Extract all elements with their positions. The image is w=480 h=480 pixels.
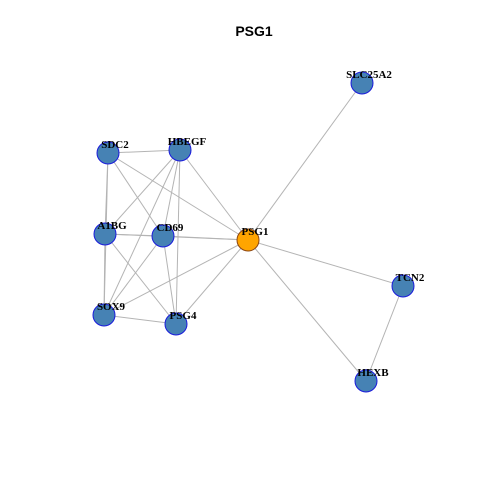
node-hexb[interactable] — [354, 369, 378, 393]
node-label-tcn2: TCN2 — [396, 272, 425, 284]
edge-sox9-psg4 — [103, 314, 177, 325]
edge-hbegf-a1bg — [104, 149, 181, 235]
edge-psg1-hexb — [247, 239, 367, 382]
node-label-a1bg: A1BG — [97, 220, 127, 232]
node-label-psg4: PSG4 — [170, 310, 197, 322]
edge-hbegf-cd69 — [162, 149, 181, 237]
edge-psg1-slc25a2 — [247, 82, 363, 241]
edge-psg1-cd69 — [162, 235, 249, 241]
node-cd69[interactable] — [151, 224, 175, 248]
node-sox9[interactable] — [92, 303, 116, 327]
edge-cd69-psg4 — [162, 235, 177, 325]
edge-tcn2-hexb — [365, 285, 404, 382]
edge-psg1-sox9 — [103, 239, 249, 316]
node-label-hbegf: HBEGF — [168, 136, 207, 148]
node-hbegf[interactable] — [168, 138, 192, 162]
nodes-layer — [92, 71, 415, 393]
edge-psg1-tcn2 — [247, 239, 404, 287]
edge-hbegf-psg4 — [175, 149, 181, 325]
edge-psg1-sdc2 — [107, 152, 249, 241]
node-label-psg1: PSG1 — [242, 226, 269, 238]
edge-sdc2-cd69 — [107, 152, 164, 237]
node-label-cd69: CD69 — [157, 222, 184, 234]
node-label-slc25a2: SLC25A2 — [346, 69, 392, 81]
edge-a1bg-sox9 — [103, 233, 106, 316]
edge-psg1-hbegf — [179, 149, 249, 241]
node-slc25a2[interactable] — [350, 71, 374, 95]
node-label-hexb: HEXB — [357, 367, 389, 379]
node-label-sdc2: SDC2 — [101, 139, 129, 151]
edge-a1bg-psg4 — [104, 233, 177, 325]
node-psg4[interactable] — [164, 312, 188, 336]
edge-cd69-sox9 — [103, 235, 164, 316]
node-label-sox9: SOX9 — [97, 301, 126, 313]
node-tcn2[interactable] — [391, 274, 415, 298]
node-psg1[interactable] — [236, 228, 260, 252]
node-a1bg[interactable] — [93, 222, 117, 246]
edge-psg1-psg4 — [175, 239, 249, 325]
edge-sdc2-hbegf — [107, 149, 181, 154]
node-sdc2[interactable] — [96, 141, 120, 165]
graph-title: PSG1 — [235, 23, 273, 39]
edge-hbegf-sox9 — [103, 149, 181, 316]
